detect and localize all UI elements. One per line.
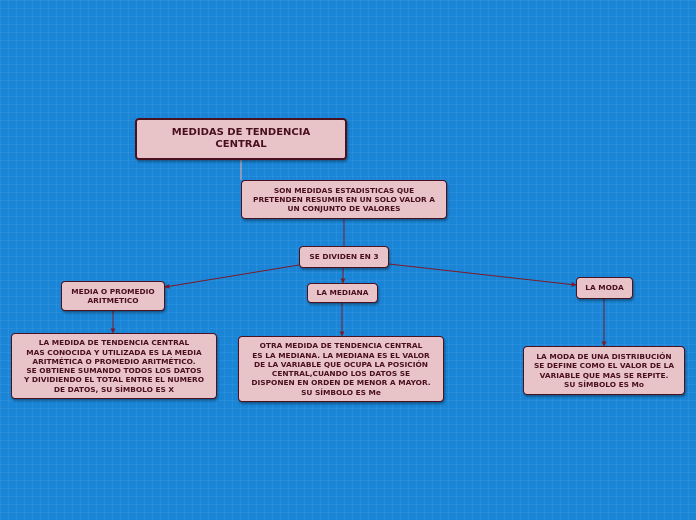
node-mediana-desc[interactable]: OTRA MEDIDA DE TENDENCIA CENTRAL ES LA M… [238,336,444,402]
connector-divide-moda [388,263,577,287]
node-mediana[interactable]: LA MEDIANA [307,283,378,303]
node-divide[interactable]: SE DIVIDEN EN 3 [299,246,389,268]
node-definition[interactable]: SON MEDIDAS ESTADISTICAS QUE PRETENDEN R… [241,180,447,219]
connector-divide-media [164,264,300,289]
node-media-desc[interactable]: LA MEDIDA DE TENDENCIA CENTRAL MAS CONOC… [11,333,217,399]
node-root[interactable]: MEDIDAS DE TENDENCIA CENTRAL [135,118,347,160]
node-moda-desc[interactable]: LA MODA DE UNA DISTRIBUCIÓN SE DEFINE CO… [523,346,685,395]
node-moda[interactable]: LA MODA [576,277,633,299]
node-media[interactable]: MEDIA O PROMEDIO ARITMETICO [61,281,165,311]
